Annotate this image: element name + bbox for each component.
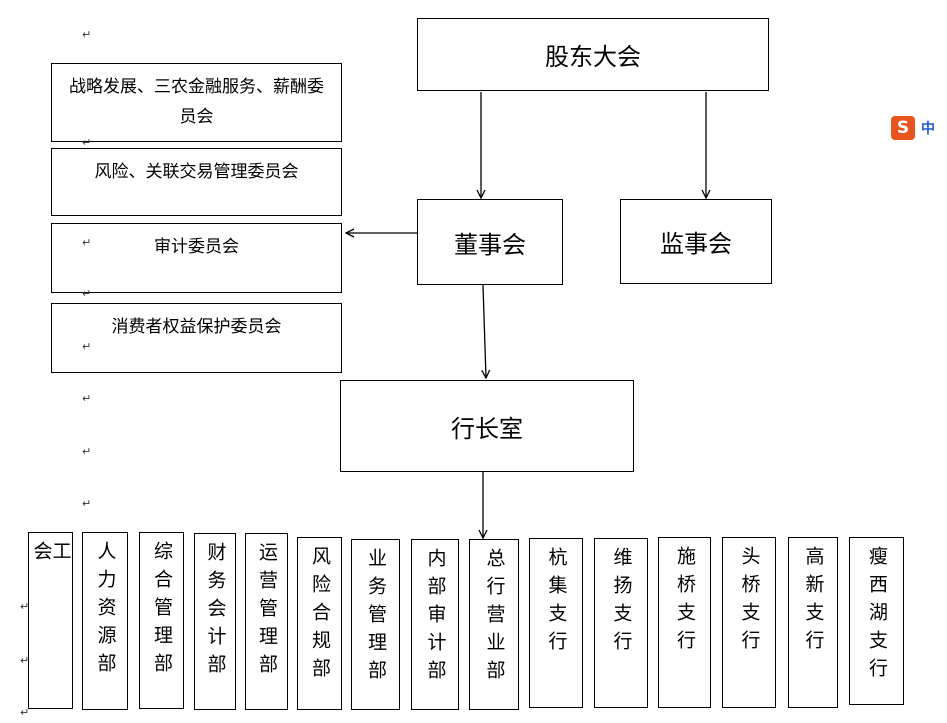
dept-business-management-label: 业务管理部 — [365, 548, 387, 688]
sogou-logo-icon[interactable]: S — [891, 116, 915, 140]
dept-business-management-box: 业务管理部 — [351, 539, 400, 710]
dept-internal-audit-box: 内部审计部 — [411, 539, 459, 710]
board-of-supervisors-label: 监事会 — [660, 230, 732, 258]
dept-risk-compliance-box: 风险合规部 — [297, 537, 342, 710]
sogou-ime-indicator[interactable]: S 中 — [891, 113, 947, 143]
committee-consumer-protection-box: 消费者权益保护委员会 — [51, 303, 342, 373]
shareholders-meeting-label: 股东大会 — [545, 43, 641, 71]
branch-weiyang-box: 维扬支行 — [594, 538, 648, 708]
branch-hangji-box: 杭集支行 — [529, 538, 583, 708]
dept-risk-compliance-label: 风险合规部 — [309, 546, 331, 686]
paragraph-mark-icon: ↵ — [82, 340, 92, 353]
dept-internal-audit-label: 内部审计部 — [424, 548, 447, 688]
branch-shiqiao-box: 施桥支行 — [658, 537, 711, 708]
committee-audit-label: 审计委员会 — [154, 237, 239, 257]
branch-hangji-label: 杭集支行 — [545, 547, 568, 659]
dept-head-office-business-box: 总行营业部 — [469, 539, 519, 710]
president-office-label: 行长室 — [451, 414, 523, 443]
paragraph-mark-icon: ↵ — [82, 287, 92, 300]
branch-gaoxin-label: 高新支行 — [802, 546, 825, 658]
committee-consumer-protection-label: 消费者权益保护委员会 — [111, 317, 282, 337]
paragraph-mark-icon: ↵ — [82, 392, 92, 405]
dept-finance-box: 财务会计部 — [194, 533, 236, 710]
dept-hr-label: 人力资源部 — [94, 541, 117, 681]
dept-head-office-business-label: 总行营业部 — [483, 548, 506, 688]
branch-shouxihu-label: 瘦西湖支行 — [866, 546, 888, 686]
paragraph-mark-icon: ↵ — [82, 136, 92, 149]
paragraph-mark-icon: ↵ — [20, 706, 30, 719]
board-of-directors-label: 董事会 — [454, 230, 526, 259]
committee-audit-box: 审计委员会 — [51, 223, 342, 293]
president-office-box: 行长室 — [340, 380, 634, 472]
committee-strategy-label: 战略发展、三农金融服务、薪酬委员会 — [69, 77, 324, 127]
board-of-supervisors-box: 监事会 — [620, 199, 772, 284]
paragraph-mark-icon: ↵ — [20, 600, 30, 613]
dept-operations-label: 运营管理部 — [256, 542, 278, 682]
shareholders-meeting-box: 股东大会 — [417, 18, 769, 91]
committee-risk-box: 风险、关联交易管理委员会 — [51, 148, 342, 216]
paragraph-mark-icon: ↵ — [82, 28, 92, 41]
branch-touqiao-box: 头桥支行 — [722, 537, 776, 708]
dept-union-box: 工会 — [28, 532, 73, 709]
ime-mode-label[interactable]: 中 — [921, 121, 935, 137]
branch-shiqiao-label: 施桥支行 — [674, 546, 696, 658]
dept-union-label: 工会 — [30, 541, 72, 656]
paragraph-mark-icon: ↵ — [82, 445, 92, 458]
dept-operations-box: 运营管理部 — [245, 533, 288, 710]
branch-weiyang-label: 维扬支行 — [610, 547, 633, 659]
dept-general-admin-label: 综合管理部 — [151, 541, 173, 681]
branch-touqiao-label: 头桥支行 — [738, 546, 761, 658]
paragraph-mark-icon: ↵ — [20, 654, 30, 667]
arrow-board-to-president — [483, 284, 486, 378]
paragraph-mark-icon: ↵ — [82, 497, 92, 510]
branch-shouxihu-box: 瘦西湖支行 — [849, 537, 904, 705]
dept-hr-box: 人力资源部 — [82, 532, 128, 710]
committee-strategy-box: 战略发展、三农金融服务、薪酬委员会 — [51, 63, 342, 142]
dept-finance-label: 财务会计部 — [204, 542, 227, 682]
branch-gaoxin-box: 高新支行 — [788, 537, 838, 708]
dept-general-admin-box: 综合管理部 — [139, 532, 184, 709]
committee-risk-label: 风险、关联交易管理委员会 — [94, 162, 299, 182]
board-of-directors-box: 董事会 — [417, 199, 563, 285]
paragraph-mark-icon: ↵ — [82, 236, 92, 249]
